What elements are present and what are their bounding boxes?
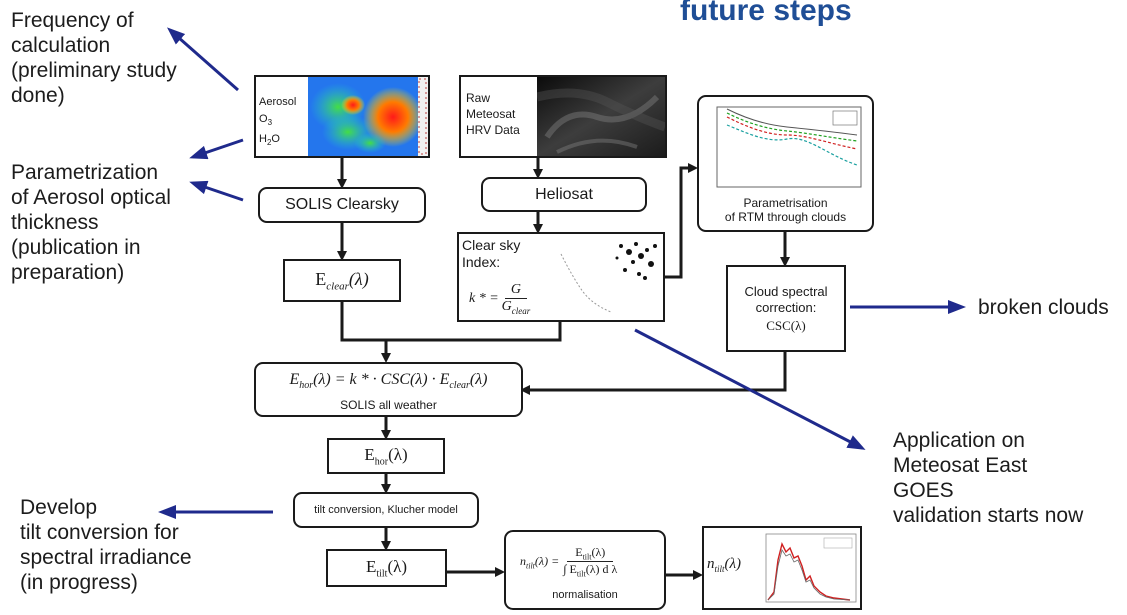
clearsky-index-image	[551, 234, 663, 320]
normalisation-caption: normalisation	[552, 589, 618, 601]
solis-clearsky-box: SOLIS Clearsky	[258, 187, 426, 223]
spectrum-plot-box: ntilt(λ)	[702, 526, 862, 610]
tilt-conversion-box: tilt conversion, Klucher model	[293, 492, 479, 528]
satellite-image	[537, 77, 665, 156]
rtm-caption: Parametrisation of RTM through clouds	[724, 196, 847, 224]
ozone-label: O3	[259, 113, 273, 128]
etilt-box: Etilt(λ)	[326, 549, 447, 587]
ntilt-formula: ntilt(λ)	[707, 556, 742, 574]
eclear-box: Eclear(λ)	[283, 259, 401, 302]
solis-all-weather-formula: Ehor(λ) = k * · CSC(λ) · Eclear(λ)	[289, 371, 488, 392]
aerosol-input-label: Aerosol O3 H2O	[259, 94, 311, 151]
aerosol-map-image	[308, 77, 428, 156]
raw-meteosat-box: Raw Meteosat HRV Data	[459, 75, 667, 158]
ehor-box: Ehor(λ)	[327, 438, 445, 474]
heliosat-box: Heliosat	[481, 177, 647, 212]
tilt-conversion-label: tilt conversion, Klucher model	[314, 504, 458, 516]
note-application: Application on Meteosat East GOES valida…	[893, 429, 1084, 527]
eclear-formula: Eclear(λ)	[315, 268, 369, 293]
title: future steps	[680, 0, 852, 27]
heliosat-label: Heliosat	[535, 185, 593, 203]
note-broken-clouds: broken clouds	[978, 296, 1109, 319]
rtm-box: Parametrisation of RTM through clouds	[697, 95, 874, 232]
spectrum-plot	[765, 533, 857, 603]
water-label: H2O	[259, 133, 280, 148]
raw-meteosat-label: Raw Meteosat HRV Data	[466, 91, 520, 137]
clearsky-index-label: Clear sky Index:	[462, 237, 521, 270]
clearsky-index-formula: k * = G Gclear	[469, 282, 531, 316]
cloud-correction-formula: CSC(λ)	[766, 317, 806, 333]
clearsky-index-box: Clear sky Index: k * = G Gclear	[457, 232, 665, 322]
solis-all-weather-box: Ehor(λ) = k * · CSC(λ) · Eclear(λ) SOLIS…	[254, 362, 523, 417]
normalisation-formula: ntilt(λ) = Etilt(λ) ∫ Etilt(λ) d λ	[520, 545, 618, 579]
cloud-correction-label: Cloud spectral correction:	[744, 283, 828, 315]
solis-all-weather-caption: SOLIS all weather	[340, 398, 437, 412]
note-frequency: Frequency of calculation (preliminary st…	[11, 9, 177, 107]
aerosol-input-box: Aerosol O3 H2O	[254, 75, 430, 158]
aerosol-label: Aerosol	[259, 96, 297, 108]
ehor-formula: Ehor(λ)	[364, 444, 408, 468]
note-develop: Develop tilt conversion for spectral irr…	[20, 496, 192, 594]
solis-clearsky-label: SOLIS Clearsky	[285, 196, 399, 213]
rtm-plot	[716, 106, 862, 188]
etilt-formula: Etilt(λ)	[365, 556, 408, 580]
cloud-correction-box: Cloud spectral correction: CSC(λ)	[726, 265, 846, 352]
note-aerosol: Parametrization of Aerosol optical thick…	[11, 161, 171, 284]
normalisation-box: ntilt(λ) = Etilt(λ) ∫ Etilt(λ) d λ norma…	[504, 530, 666, 610]
